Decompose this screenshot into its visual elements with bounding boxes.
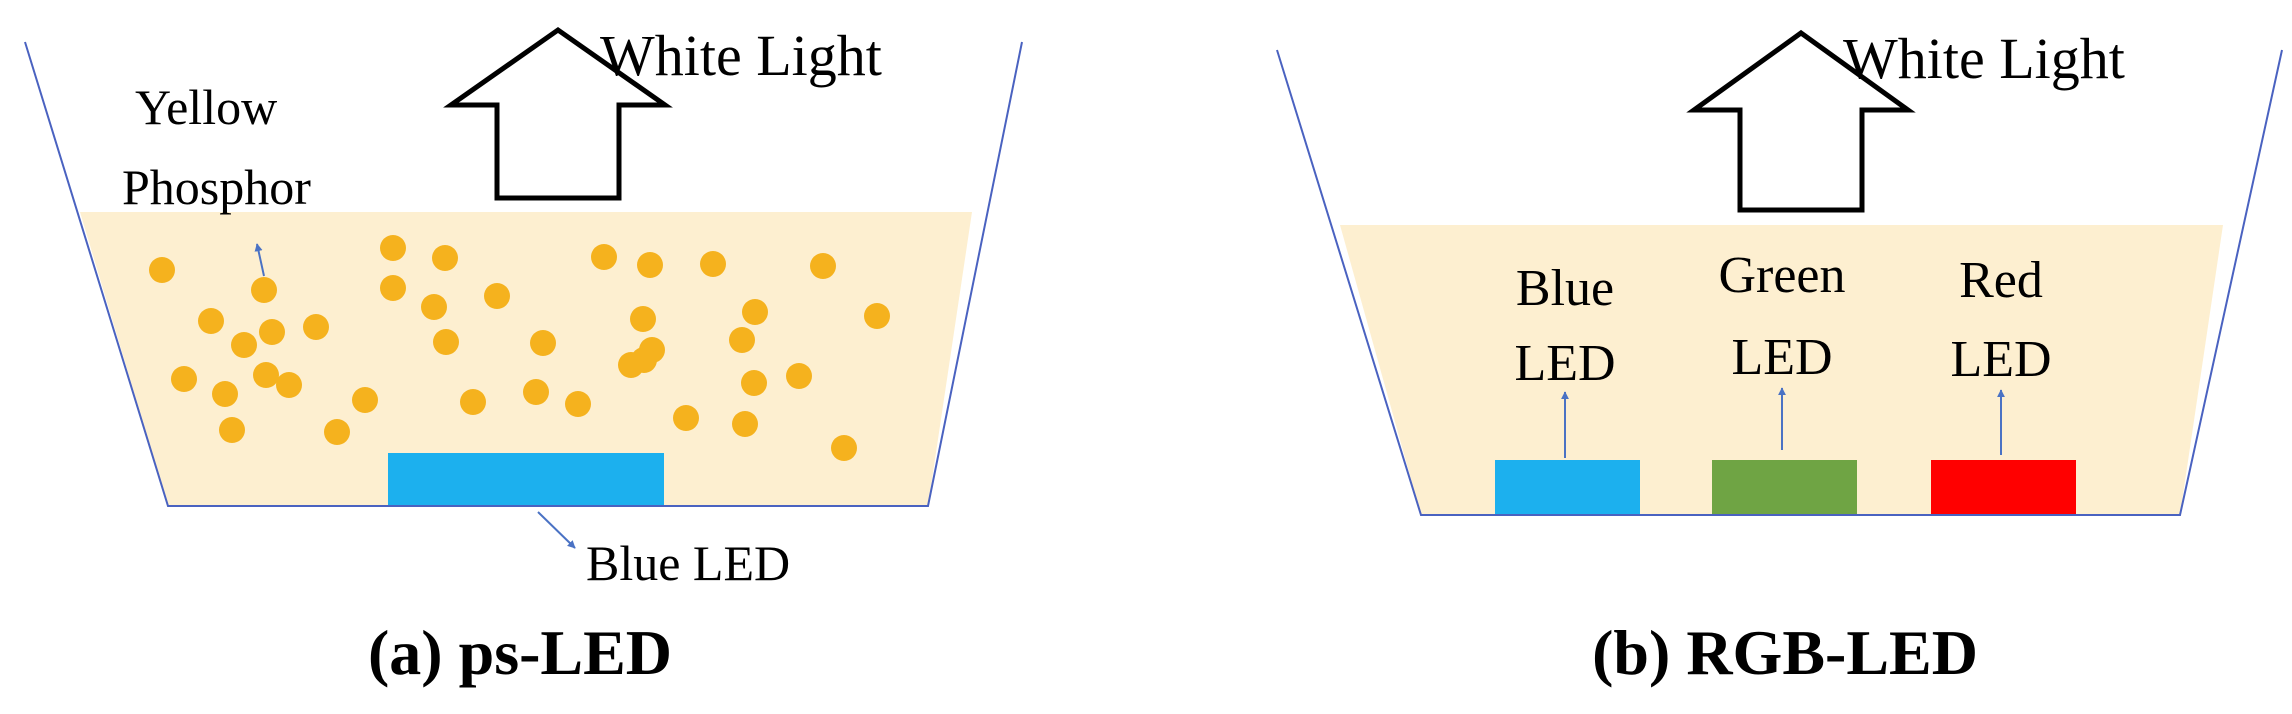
phosphor-particle: [276, 372, 302, 398]
phosphor-particle: [741, 370, 767, 396]
phosphor-particle: [231, 332, 257, 358]
phosphor-particle: [742, 299, 768, 325]
green-led-chip: [1712, 460, 1857, 515]
phosphor-particle: [673, 405, 699, 431]
blue-led-chip: [388, 453, 664, 506]
phosphor-label-line2: Phosphor: [122, 159, 311, 215]
phosphor-particle: [732, 411, 758, 437]
phosphor-particles: [149, 235, 890, 461]
cup-outline-right: [1276, 49, 2283, 516]
green-led-label-line1: Green: [1718, 247, 1845, 304]
phosphor-particle: [831, 435, 857, 461]
panel-ps-led: White Light Yellow Phosphor Blue LED (a)…: [24, 23, 1023, 688]
phosphor-particle: [700, 251, 726, 277]
phosphor-particle: [433, 329, 459, 355]
phosphor-particle: [864, 303, 890, 329]
red-led-chip: [1931, 460, 2076, 515]
blue-led-label-line1: Blue: [1516, 260, 1614, 317]
phosphor-particle: [171, 366, 197, 392]
phosphor-particle: [810, 253, 836, 279]
phosphor-particle: [460, 389, 486, 415]
phosphor-particle: [432, 245, 458, 271]
white-light-label: White Light: [600, 23, 882, 88]
phosphor-pointer-arrow: [254, 243, 265, 277]
phosphor-particle: [565, 391, 591, 417]
phosphor-particle: [421, 294, 447, 320]
phosphor-particle: [324, 419, 350, 445]
red-led-label-line1: Red: [1959, 252, 2043, 309]
phosphor-particle: [530, 330, 556, 356]
phosphor-particle: [251, 277, 277, 303]
phosphor-particle: [352, 387, 378, 413]
blue-led-label-line2: LED: [1514, 335, 1615, 392]
white-light-arrow: [443, 26, 673, 201]
blue-led-chip: [1495, 460, 1640, 515]
phosphor-particle: [786, 363, 812, 389]
blue-led-pointer-arrow: [537, 511, 576, 549]
encapsulant-layer: [1340, 225, 2223, 515]
phosphor-particle: [259, 319, 285, 345]
phosphor-particle: [198, 308, 224, 334]
phosphor-particle: [380, 235, 406, 261]
phosphor-particle: [219, 417, 245, 443]
phosphor-label-line1: Yellow: [135, 79, 277, 135]
blue-led-label: Blue LED: [586, 535, 790, 591]
phosphor-particle: [618, 352, 644, 378]
phosphor-particle: [212, 381, 238, 407]
phosphor-particle: [729, 327, 755, 353]
phosphor-particle: [523, 379, 549, 405]
green-led-label-line2: LED: [1731, 329, 1832, 386]
panel-rgb-led: White Light Blue LED Green LED Red LED (…: [1276, 26, 2283, 688]
phosphor-particle: [637, 252, 663, 278]
phosphor-particle: [484, 283, 510, 309]
phosphor-particle: [630, 306, 656, 332]
phosphor-particle: [303, 314, 329, 340]
red-led-label-line2: LED: [1950, 331, 2051, 388]
cup-outline-left: [24, 41, 1023, 507]
phosphor-particle: [149, 257, 175, 283]
white-light-arrow: [1686, 29, 1916, 213]
phosphor-particle: [591, 244, 617, 270]
caption-rgb-led: (b) RGB-LED: [1592, 617, 1978, 688]
phosphor-particle: [380, 275, 406, 301]
phosphor-particle: [253, 362, 279, 388]
caption-ps-led: (a) ps-LED: [368, 617, 672, 688]
white-light-label: White Light: [1843, 26, 2125, 91]
